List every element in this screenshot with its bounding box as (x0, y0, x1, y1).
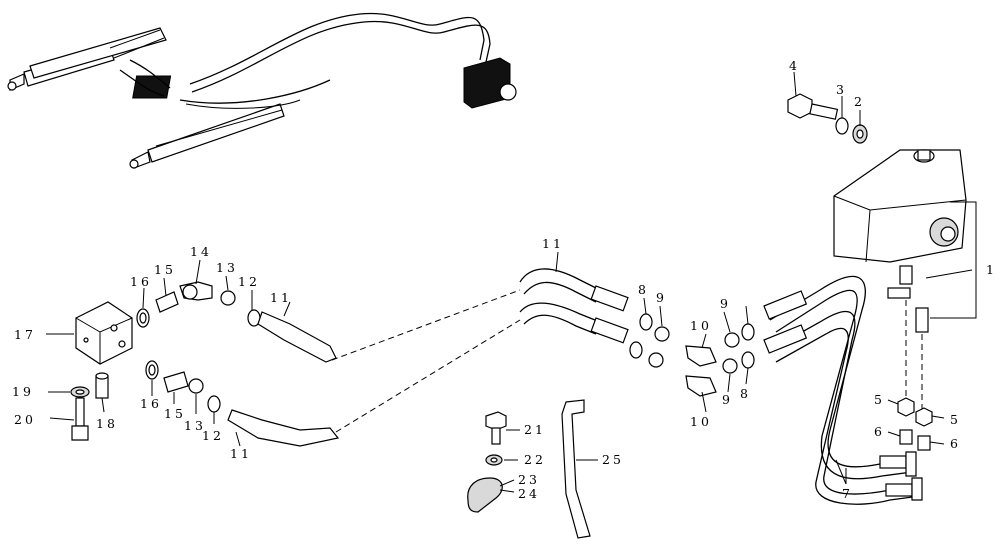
callout-6-left: 6 (874, 424, 885, 439)
upper-fittings (136, 281, 261, 328)
lower-fittings (145, 360, 221, 413)
callout-22: 22 (524, 452, 546, 467)
callout-23: 23 (518, 472, 540, 487)
callout-3: 3 (836, 82, 847, 97)
washer-19 (70, 386, 90, 398)
callout-16-lower: 16 (140, 396, 162, 411)
overview-pump-box (463, 57, 517, 109)
callout-9-b: 9 (720, 296, 731, 311)
callout-8-upper: 8 (638, 282, 649, 297)
hose-stub-upper (257, 311, 337, 363)
callout-21: 21 (524, 422, 546, 437)
callout-1: 1 (986, 262, 997, 277)
callout-9-a: 9 (656, 290, 667, 305)
bolt-21 (485, 411, 507, 445)
callout-15-lower: 15 (164, 406, 186, 421)
washer-22 (485, 454, 503, 466)
callout-20: 20 (14, 412, 36, 427)
callout-2: 2 (854, 94, 865, 109)
bolt-20 (71, 396, 89, 441)
callout-11-left-upper: 11 (270, 290, 292, 305)
hose-middle-lower (519, 302, 629, 344)
right-fittings (629, 313, 755, 397)
overview-valve-block (132, 75, 172, 99)
nut-5 (897, 397, 933, 427)
tee-fittings-1 (887, 265, 929, 412)
callout-17: 17 (14, 327, 36, 342)
callout-10-lower: 10 (690, 414, 712, 429)
oil-tank (833, 149, 967, 263)
callout-15-upper: 15 (154, 262, 176, 277)
hose-middle-upper (519, 268, 629, 312)
callout-12-lower: 12 (202, 428, 224, 443)
overview-cylinder-lower (129, 103, 285, 169)
callout-6-right: 6 (950, 436, 961, 451)
callout-13-lower: 13 (184, 418, 206, 433)
callout-7: 7 (842, 486, 853, 501)
overview-inset (7, 12, 517, 169)
callout-4: 4 (789, 58, 800, 73)
callout-9-c: 9 (722, 392, 733, 407)
clamp-23-24 (467, 477, 503, 513)
leader-lines (46, 71, 977, 493)
overview-cylinder-upper (7, 27, 167, 91)
callout-5-left: 5 (874, 392, 885, 407)
hose-stub-lower (227, 409, 340, 447)
manifold-block (75, 301, 133, 365)
callout-18: 18 (96, 416, 118, 431)
callout-8-lower: 8 (740, 386, 751, 401)
sleeve-6 (899, 429, 931, 451)
callout-14: 14 (190, 244, 212, 259)
callout-10-upper: 10 (690, 318, 712, 333)
callout-13-upper: 13 (216, 260, 238, 275)
callout-19: 19 (12, 384, 34, 399)
callout-5-right: 5 (950, 412, 961, 427)
callout-11-middle: 11 (542, 236, 564, 251)
strap-25 (561, 399, 591, 539)
plug-18 (95, 372, 109, 399)
hose-7-loop (763, 275, 923, 505)
spring-washer-3 (835, 117, 849, 135)
callout-25: 25 (602, 452, 624, 467)
callout-12-upper: 12 (238, 274, 260, 289)
callout-16-upper: 16 (130, 274, 152, 289)
callout-24: 24 (518, 486, 540, 501)
callout-labels: 1 2 3 4 5 5 6 6 7 8 8 9 9 9 10 10 11 11 … (12, 58, 997, 501)
washer-2 (852, 124, 868, 144)
bolt-4 (787, 93, 839, 120)
callout-11-left-lower: 11 (230, 446, 252, 461)
